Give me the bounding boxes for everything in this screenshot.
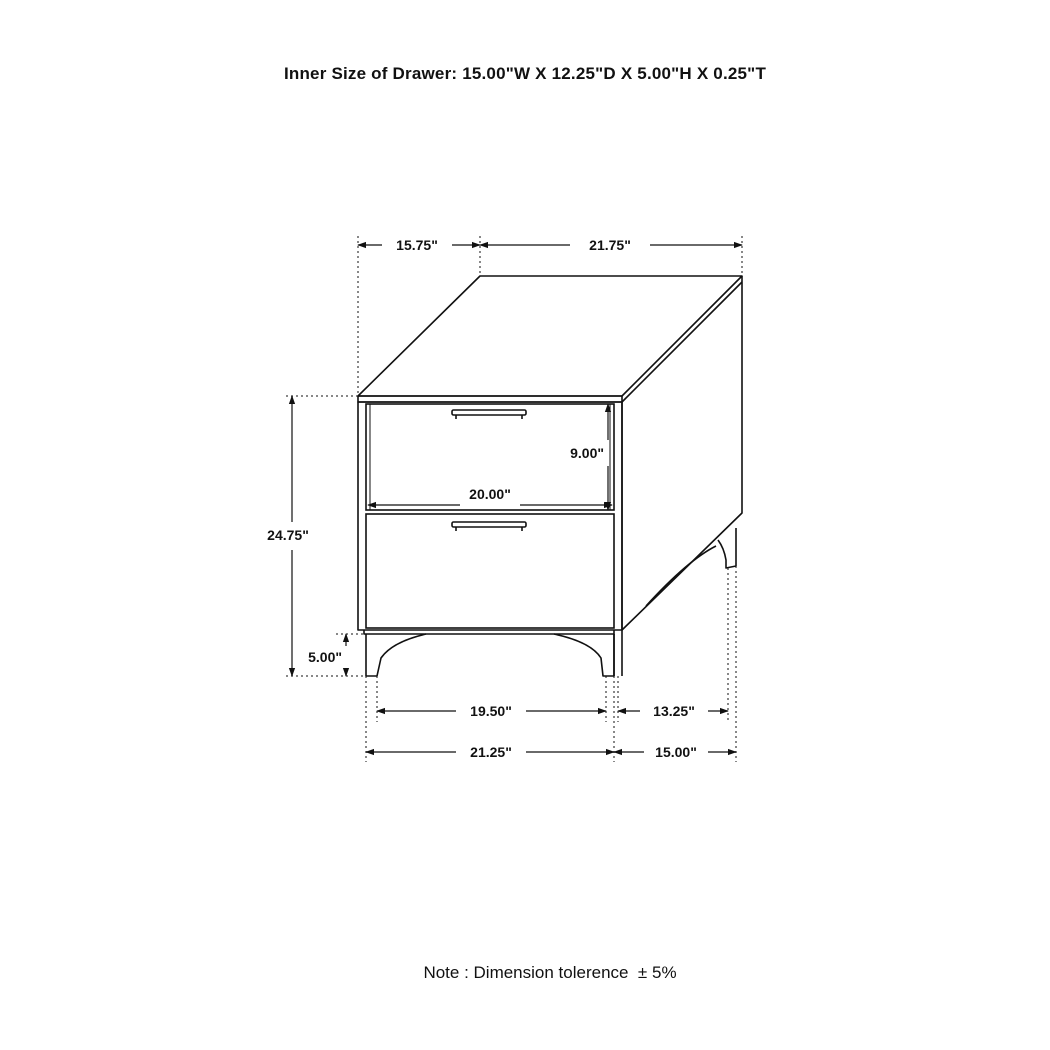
drawer-width-label: 20.00" [469, 486, 511, 502]
side-apron [645, 545, 717, 607]
drawer-inner-size-title: Inner Size of Drawer: 15.00"W X 12.25"D … [0, 64, 1050, 84]
inner-size-value: 15.00"W X 12.25"D X 5.00"H X 0.25"T [462, 64, 767, 83]
extension-lines [286, 236, 743, 762]
base-depth-label: 15.00" [655, 744, 697, 760]
dimension-labels: 15.75" 21.75" 9.00" 20.00" 24.75" 5.00" … [267, 237, 697, 760]
dimension-lines [288, 241, 743, 756]
cabinet-front [357, 401, 623, 631]
leg-height-label: 5.00" [308, 649, 342, 665]
leg-span-side-label: 13.25" [653, 703, 695, 719]
front-right-leg [553, 633, 615, 677]
top-drawer-handle [451, 409, 527, 416]
cabinet-bottom-rail [363, 630, 615, 635]
drawer-height-label: 9.00" [570, 445, 604, 461]
legs [365, 528, 737, 677]
cabinet-top [357, 275, 743, 397]
total-height-label: 24.75" [267, 527, 309, 543]
base-width-label: 21.25" [470, 744, 512, 760]
drawers [365, 403, 615, 629]
dimension-tolerance-note: Note : Dimension tolerence ± 5% [423, 963, 677, 982]
top-width-label: 21.75" [589, 237, 631, 253]
front-left-leg [365, 633, 427, 677]
top-depth-label: 15.75" [396, 237, 438, 253]
inner-size-label: Inner Size of Drawer: [283, 64, 458, 83]
cabinet-outline [357, 275, 743, 635]
back-right-leg [717, 528, 737, 569]
cabinet-side-panel [621, 282, 743, 631]
top-drawer [365, 403, 615, 511]
bottom-drawer-handle [451, 521, 527, 528]
leg-span-front-label: 19.50" [470, 703, 512, 719]
cabinet-top-edge [357, 395, 623, 403]
cabinet-top-side-edge [621, 281, 743, 403]
bottom-drawer [365, 513, 615, 629]
